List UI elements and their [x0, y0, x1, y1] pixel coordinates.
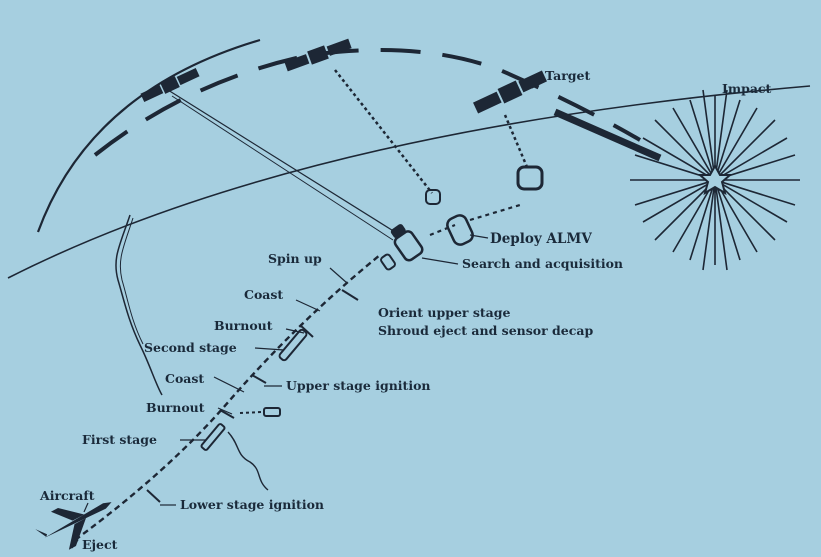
deploy-dashed-line — [469, 203, 521, 222]
dotted-line-sat2 — [334, 69, 433, 194]
label-burnout-upper: Burnout — [214, 318, 273, 333]
sight-line-sat1b — [171, 95, 394, 241]
almv-canister-2-icon — [516, 165, 544, 191]
label-lower-stage-ignition: Lower stage ignition — [180, 497, 324, 512]
label-spin-up: Spin up — [268, 251, 322, 266]
label-upper-stage-ignition: Upper stage ignition — [286, 378, 431, 393]
interceptor-head-icon — [390, 224, 424, 262]
aircraft-icon — [35, 502, 112, 550]
label-coast-lower: Coast — [165, 371, 204, 386]
label-first-stage: First stage — [82, 432, 157, 447]
almv-canister-1-icon — [425, 189, 441, 205]
target-satellite-icon — [473, 70, 547, 114]
almv-deploy-icon — [446, 214, 474, 246]
satellite-1-icon — [140, 68, 200, 102]
leader-lines — [71, 81, 544, 549]
orbit-to-impact — [553, 108, 662, 162]
label-second-stage: Second stage — [144, 340, 237, 355]
spent-stage-dash — [239, 411, 263, 414]
label-target: Target — [545, 68, 590, 83]
label-burnout-lower: Burnout — [146, 400, 205, 415]
tick-burnout-lower — [219, 409, 235, 419]
label-orient-upper-stage: Orient upper stage — [378, 305, 510, 320]
sight-line-sat1 — [167, 89, 396, 233]
second-stage-rocket-icon — [278, 328, 308, 362]
label-coast-upper: Coast — [244, 287, 283, 302]
label-eject: Eject — [82, 537, 118, 552]
trajectory-path — [74, 254, 381, 541]
tick-burnout-upper — [299, 324, 314, 338]
satellite-2-icon — [284, 38, 352, 72]
earth-limb-outer — [36, 38, 261, 233]
label-search-acquisition: Search and acquisition — [462, 256, 623, 271]
coastline-2 — [119, 217, 144, 345]
label-shroud-eject: Shroud eject and sensor decap — [378, 323, 593, 338]
earth-horizon-line — [7, 85, 811, 279]
river-squiggle — [227, 431, 269, 491]
label-impact: Impact — [722, 81, 772, 96]
label-deploy-almv: Deploy ALMV — [490, 231, 592, 247]
label-aircraft: Aircraft — [39, 488, 95, 503]
coastline — [115, 214, 163, 396]
tick-spin-up — [341, 289, 359, 301]
satellite-orbit — [93, 48, 642, 157]
spent-stage-icon — [263, 407, 281, 417]
impact-starburst-icon — [630, 89, 800, 271]
shroud-piece-icon — [380, 253, 396, 271]
tick-lower-ignition — [146, 489, 161, 503]
first-stage-rocket-icon — [200, 423, 226, 451]
tick-ignition-upper — [251, 374, 267, 384]
